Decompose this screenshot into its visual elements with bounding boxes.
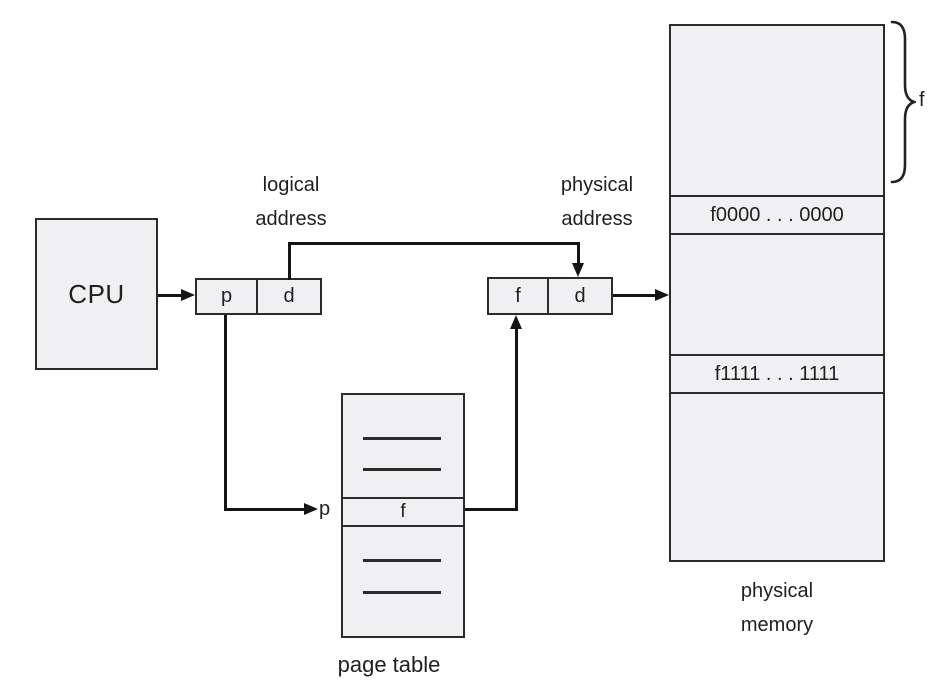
cpu-arrow-line [158,293,183,297]
cpu-box: CPU [35,218,158,370]
entry-placeholder-line [363,468,441,471]
p-connector-down [223,315,227,510]
physical-address-caption: physical address [537,168,657,236]
page-table-lower-entries [343,527,463,636]
logical-caption-line1: logical [262,174,320,196]
memory-arrow-line [613,293,656,297]
cpu-arrowhead-icon [181,288,195,301]
entry-placeholder-line [363,559,441,562]
physical-f-cell: f [489,279,549,313]
logical-address-caption: logical address [231,168,351,236]
logical-connector-arrowhead-icon [571,263,584,277]
logical-d-cell: d [283,285,295,307]
page-table-box: f [341,393,465,638]
cpu-label: CPU [68,278,125,309]
logical-address-register: p d [195,278,322,315]
logical-connector-across [287,241,580,245]
physical-caption-line2: address [561,208,633,230]
f-connector-arrowhead-icon [509,315,522,329]
physical-memory-box: f0000 . . . 0000 f1111 . . . 1111 [669,24,885,562]
logical-p-cell: p [197,280,258,313]
entry-placeholder-line [363,591,441,594]
f-connector-across [465,507,518,511]
page-table-entry-row: f [343,497,463,527]
logical-caption-line2: address [255,208,327,230]
frame-brace-icon [890,20,916,184]
physical-memory-caption: physical memory [669,574,885,642]
logical-connector-down [576,241,580,265]
f-connector-up [514,327,518,511]
p-connector-arrowhead-icon [304,502,318,515]
memory-frame-f0000: f0000 . . . 0000 [671,195,883,233]
physical-caption-line1: physical [560,174,634,196]
memory-caption-line2: memory [740,614,814,636]
logical-connector-up [287,243,291,280]
memory-frame [671,26,883,195]
entry-placeholder-line [363,437,441,440]
memory-frame [671,233,883,354]
memory-frame-f1111: f1111 . . . 1111 [671,354,883,392]
physical-d-cell: d [574,284,586,307]
page-table-upper-entries [343,395,463,497]
brace-f-label: f [919,89,925,111]
physical-address-register: f d [487,277,613,315]
memory-frame [671,392,883,560]
page-table-index-label: p [319,498,331,520]
p-connector-across [223,507,305,511]
memory-arrowhead-icon [655,288,669,301]
page-table-caption: page table [337,652,441,677]
memory-caption-line1: physical [740,580,814,602]
